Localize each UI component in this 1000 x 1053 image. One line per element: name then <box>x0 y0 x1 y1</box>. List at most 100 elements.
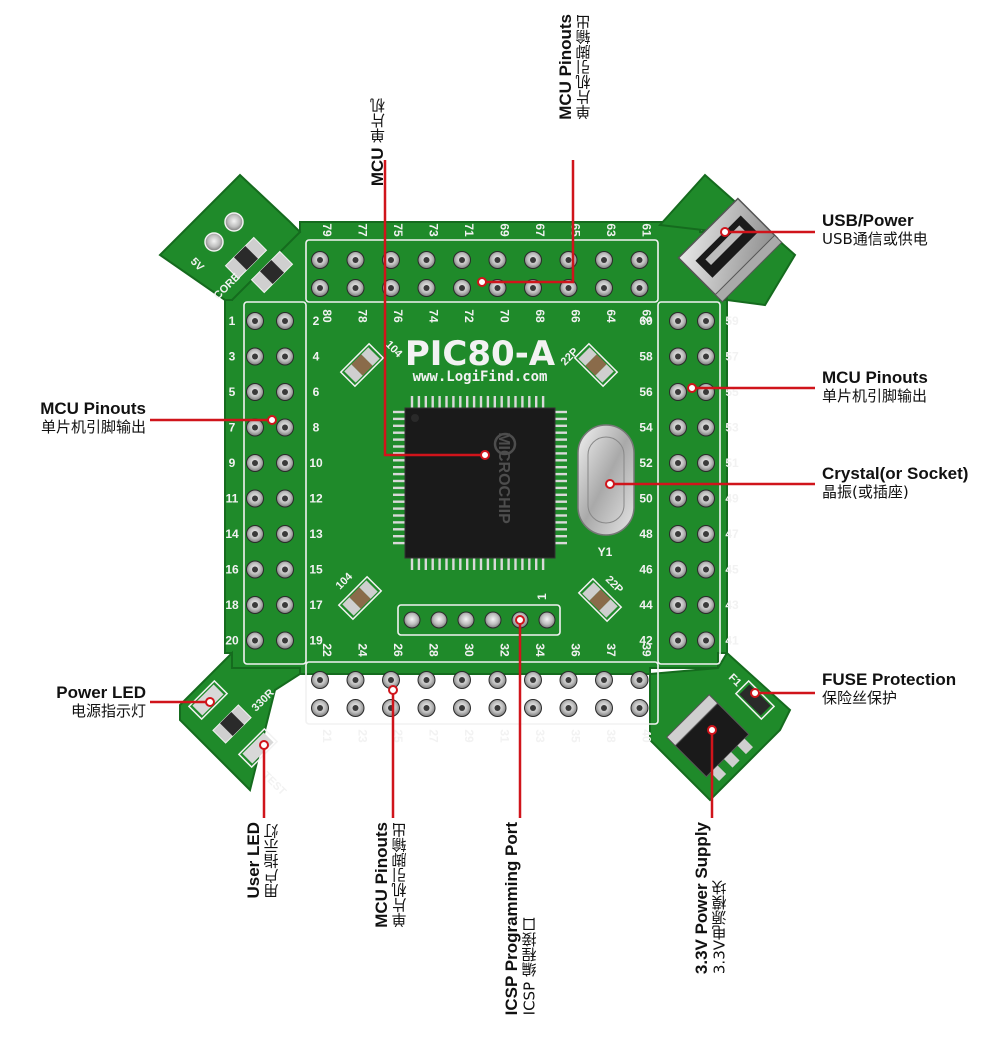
chip-lead-right-8 <box>555 466 567 469</box>
chip-lead-left-4 <box>393 438 405 441</box>
chip-lead-top-0 <box>410 396 414 408</box>
pin-num-bottom-lower-7: 35 <box>569 729 583 743</box>
pin-num-left-outer-4: 9 <box>229 456 236 470</box>
chip-lead-bottom-17 <box>528 558 531 570</box>
pin-left-outer-16-hole <box>252 566 258 573</box>
chip-lead-top-19 <box>541 396 545 408</box>
callout-lines <box>150 160 815 818</box>
silk-y1: Y1 <box>598 545 613 559</box>
chip-lead-top-1 <box>417 396 421 408</box>
pin-num-right-outer-6: 47 <box>725 527 739 541</box>
pin-num-right-outer-9: 41 <box>725 634 739 648</box>
pin-num-top-upper-0: 79 <box>320 223 334 237</box>
label-mcu-pinouts-left-zh: 单片机引脚输出 <box>40 417 146 436</box>
pin-left-outer-18-hole <box>252 602 258 608</box>
chip-lead-top-4 <box>438 396 441 408</box>
pin-left-inner-10-hole <box>282 460 288 466</box>
pin-num-bottom-upper-5: 32 <box>498 643 512 657</box>
label-power-supply-en: 3.3V Power Supply <box>692 822 711 975</box>
chip-lead-left-7 <box>393 459 405 462</box>
chip-lead-top-2 <box>424 396 427 408</box>
pin-num-top-upper-7: 65 <box>569 223 583 237</box>
pin-bottom-upper-34-hole <box>530 677 536 683</box>
chip-lead-right-18 <box>555 535 567 538</box>
icsp-pin-1 <box>403 611 421 629</box>
pin-bottom-upper-24-hole <box>352 677 359 683</box>
label-mcu-pinouts-top: MCU Pinouts 单片机引脚输出 <box>556 14 593 120</box>
label-mcu-pinouts-bottom: MCU Pinouts 单片机引脚输出 <box>372 822 409 928</box>
pin-right-outer-59-hole <box>703 318 709 324</box>
pin-num-right-outer-0: 59 <box>725 314 739 328</box>
pin-num-bottom-upper-0: 22 <box>320 643 334 657</box>
mcu-chip: MICROCHIP <box>393 396 567 570</box>
pin-num-left-inner-0: 2 <box>313 314 320 328</box>
chip-lead-right-7 <box>555 459 567 462</box>
label-fuse-zh: 保险丝保护 <box>822 688 898 707</box>
pin-num-top-lower-8: 64 <box>604 309 618 323</box>
pin-bottom-upper-28-hole <box>423 677 430 683</box>
pin-top-upper-71-hole <box>459 257 465 263</box>
pin-left-outer-5-hole <box>252 389 258 395</box>
chip-lead-top-16 <box>521 396 524 408</box>
pin-num-top-upper-9: 61 <box>640 223 654 237</box>
pin-num-top-lower-6: 68 <box>533 309 547 323</box>
callout-dots <box>205 227 760 750</box>
pin-bottom-lower-23-hole <box>352 705 359 711</box>
chip-lead-left-16 <box>393 521 405 524</box>
pin-top-upper-73-hole <box>423 257 430 263</box>
chip-lead-right-9 <box>555 472 567 476</box>
chip-lead-left-15 <box>393 514 405 517</box>
chip-lead-top-5 <box>445 396 448 408</box>
label-mcu: MCU 单片机 <box>368 98 388 186</box>
chip-lead-bottom-6 <box>452 558 455 570</box>
pin-bottom-upper-32-hole <box>494 677 501 683</box>
pin-num-bottom-lower-5: 31 <box>498 729 512 743</box>
icsp-pins <box>403 611 556 629</box>
pin-right-outer-41-hole <box>703 637 709 644</box>
label-power-led-en: Power LED <box>56 683 146 702</box>
pin-num-left-outer-5: 11 <box>226 492 239 506</box>
label-icsp: ICSP Programming Port ICSP 编程接口 <box>502 822 539 1015</box>
icsp-pin-6 <box>538 611 556 629</box>
pin-right-inner-46-hole <box>675 566 681 573</box>
chip-lead-top-9 <box>472 396 476 408</box>
pin-num-left-outer-3: 7 <box>229 421 236 435</box>
chip-lead-top-7 <box>459 396 462 408</box>
pin-bottom-upper-36-hole <box>565 677 572 683</box>
chip-lead-left-13 <box>393 500 405 503</box>
pin-left-outer-11-hole <box>252 495 258 502</box>
pin-right-inner-52-hole <box>675 460 681 466</box>
chip-lead-left-18 <box>393 535 405 538</box>
pin-top-upper-77-hole <box>352 257 359 263</box>
pin-bottom-lower-38-hole <box>601 705 607 711</box>
chip-lead-bottom-1 <box>417 558 421 570</box>
pin-num-bottom-upper-9: 39 <box>640 643 654 657</box>
chip-lead-left-17 <box>393 528 405 531</box>
chip-lead-bottom-0 <box>410 558 414 570</box>
pin-num-left-inner-7: 15 <box>309 563 323 577</box>
pin-num-top-upper-4: 71 <box>462 223 476 237</box>
pin-num-top-lower-4: 72 <box>462 309 476 323</box>
pin-num-left-outer-6: 14 <box>225 527 239 541</box>
pin-num-top-lower-0: 80 <box>320 309 334 323</box>
pin-top-lower-80-hole <box>317 285 323 291</box>
chip-lead-right-12 <box>555 493 567 496</box>
chip-lead-left-12 <box>393 493 405 496</box>
chip-lead-left-5 <box>393 445 405 448</box>
pin-right-inner-54-hole <box>675 424 681 431</box>
chip-lead-top-18 <box>535 396 538 408</box>
chip-lead-bottom-11 <box>486 558 490 570</box>
pin-right-inner-42-hole <box>675 637 681 644</box>
pin-num-top-upper-8: 63 <box>604 223 618 237</box>
chip-lead-right-19 <box>555 541 567 545</box>
label-mcu-pinouts-left-en: MCU Pinouts <box>40 399 146 418</box>
chip-lead-top-12 <box>493 396 496 408</box>
pin-bottom-upper-26-hole <box>388 677 394 683</box>
pin-num-right-outer-4: 51 <box>725 456 739 470</box>
chip-lead-left-9 <box>393 472 405 476</box>
pin-num-bottom-lower-4: 29 <box>462 729 476 743</box>
pin-num-bottom-upper-7: 36 <box>569 643 583 657</box>
pin-num-left-inner-8: 17 <box>309 598 323 612</box>
pin-num-left-outer-2: 5 <box>229 385 236 399</box>
chip-lead-left-8 <box>393 466 405 469</box>
